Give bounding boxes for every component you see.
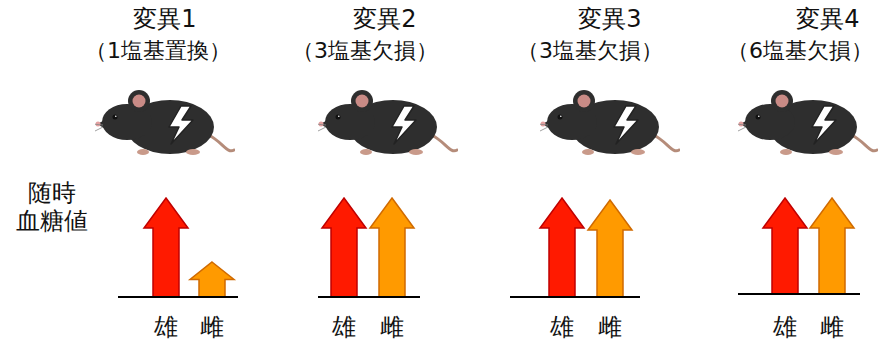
sex-label: 雄 bbox=[550, 314, 574, 342]
block-arrow bbox=[810, 198, 854, 294]
sex-label: 雄 bbox=[154, 314, 178, 342]
sex-label: 雌 bbox=[380, 314, 404, 342]
mutation-type: （3塩基欠損） bbox=[517, 38, 663, 63]
mutation-title: 変異1 bbox=[133, 6, 196, 34]
mutation-type: （1塩基置換） bbox=[85, 38, 231, 63]
block-arrow bbox=[190, 262, 234, 297]
baselines bbox=[118, 294, 860, 297]
mutation-title: 変異4 bbox=[796, 6, 859, 34]
block-arrow bbox=[763, 198, 807, 294]
block-arrow bbox=[370, 198, 414, 297]
axis-label: 随時 血糖値 bbox=[14, 180, 91, 235]
mutation-title: 変異2 bbox=[353, 6, 416, 34]
sex-label: 雌 bbox=[598, 314, 622, 342]
block-arrow bbox=[322, 198, 366, 297]
sex-label: 雄 bbox=[332, 314, 356, 342]
block-arrow bbox=[540, 198, 584, 297]
block-arrow bbox=[144, 198, 188, 297]
mutation-title: 変異3 bbox=[578, 6, 641, 34]
sex-label: 雄 bbox=[773, 314, 797, 342]
mutation-type: （3塩基欠損） bbox=[292, 38, 438, 63]
sex-label: 雌 bbox=[200, 314, 224, 342]
sex-label: 雌 bbox=[820, 314, 844, 342]
mouse-figures bbox=[92, 90, 877, 155]
glucose-arrows bbox=[144, 198, 854, 297]
block-arrow bbox=[588, 200, 632, 297]
mutation-type: （6塩基欠損） bbox=[727, 38, 873, 63]
